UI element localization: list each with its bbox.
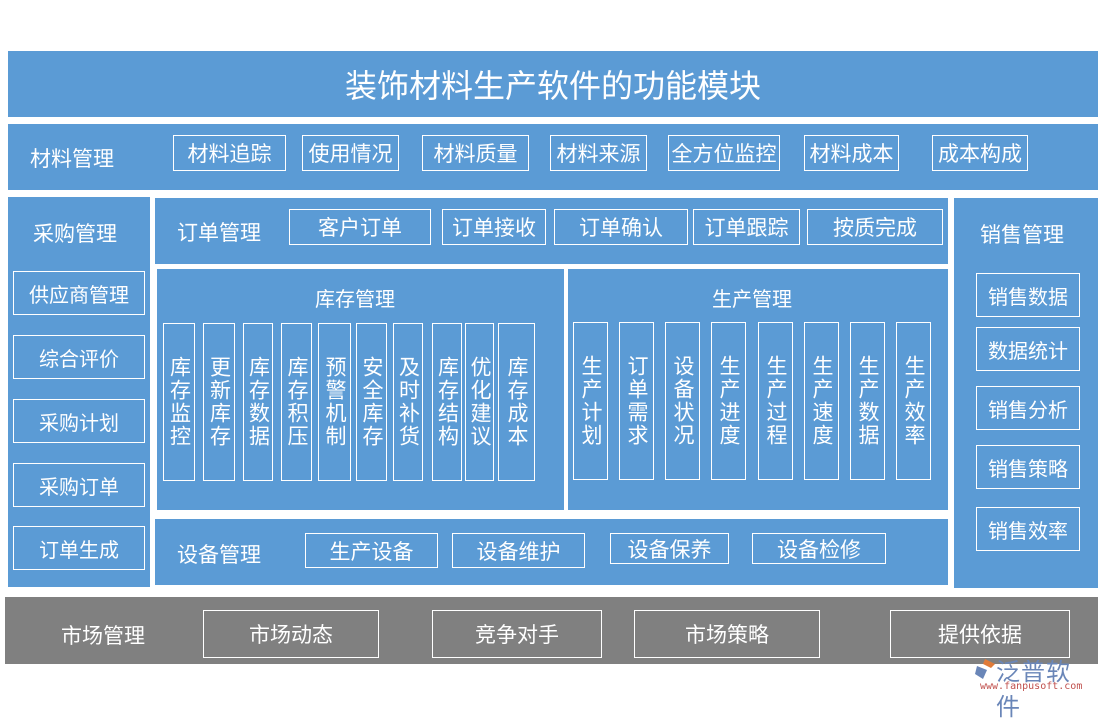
title-bar: 装饰材料生产软件的功能模块 xyxy=(8,51,1098,117)
production-item: 生产进度 xyxy=(711,322,746,480)
purchase-item: 订单生成 xyxy=(13,526,145,570)
production-item: 生产速度 xyxy=(804,322,839,480)
purchase-item: 采购订单 xyxy=(13,463,145,507)
order-item: 订单接收 xyxy=(442,209,546,245)
market-item: 市场动态 xyxy=(203,610,379,658)
market-item: 提供依据 xyxy=(890,610,1070,658)
material-item: 材料追踪 xyxy=(173,135,286,171)
material-item: 材料来源 xyxy=(550,135,647,171)
sales-management-block: 销售管理 销售数据 数据统计 销售分析 销售策略 销售效率 xyxy=(954,198,1098,588)
sales-item: 销售效率 xyxy=(976,507,1080,551)
production-management-label: 生产管理 xyxy=(712,287,792,311)
material-item: 成本构成 xyxy=(932,135,1028,171)
order-item: 订单确认 xyxy=(554,209,688,245)
production-management-block: 生产管理 生产计划 订单需求 设备状况 生产进度 生产过程 生产速度 生产数据 … xyxy=(568,269,948,510)
inventory-item: 库存积压 xyxy=(281,323,312,481)
sales-management-label: 销售管理 xyxy=(980,223,1064,247)
equipment-item: 设备保养 xyxy=(610,533,729,564)
market-item: 市场策略 xyxy=(634,610,820,658)
material-item: 全方位监控 xyxy=(668,135,780,171)
inventory-management-block: 库存管理 库存监控 更新库存 库存数据 库存积压 预警机制 安全库存 及时补货 … xyxy=(157,269,564,510)
fanpusoft-logo: 泛普软件 www.fanpusoft.com xyxy=(970,652,1095,721)
sales-item: 销售策略 xyxy=(976,445,1080,489)
production-item: 生产计划 xyxy=(573,322,608,480)
equipment-item: 设备维护 xyxy=(452,533,585,568)
market-item: 竞争对手 xyxy=(432,610,602,658)
production-item: 生产过程 xyxy=(758,322,793,480)
purchase-management-label: 采购管理 xyxy=(33,222,117,246)
equipment-management-block: 设备管理 生产设备 设备维护 设备保养 设备检修 xyxy=(155,519,948,585)
inventory-item: 及时补货 xyxy=(393,323,423,481)
order-item: 订单跟踪 xyxy=(693,209,800,245)
production-item: 设备状况 xyxy=(665,322,700,480)
sales-item: 销售数据 xyxy=(976,273,1080,317)
material-item: 材料质量 xyxy=(422,135,529,171)
market-management-label: 市场管理 xyxy=(61,624,145,648)
purchase-item: 综合评价 xyxy=(13,335,145,379)
logo-url: www.fanpusoft.com xyxy=(980,681,1083,692)
equipment-management-label: 设备管理 xyxy=(177,543,261,567)
inventory-item: 预警机制 xyxy=(318,323,351,481)
market-management-block: 市场管理 市场动态 竞争对手 市场策略 提供依据 xyxy=(5,597,1098,664)
order-item: 按质完成 xyxy=(807,209,943,245)
production-item: 订单需求 xyxy=(619,322,654,480)
inventory-item: 安全库存 xyxy=(356,323,387,481)
sales-item: 数据统计 xyxy=(976,327,1080,371)
inventory-item: 更新库存 xyxy=(203,323,235,481)
material-item: 材料成本 xyxy=(804,135,899,171)
inventory-item: 库存监控 xyxy=(163,323,195,481)
material-management-label: 材料管理 xyxy=(30,147,114,171)
inventory-item: 库存数据 xyxy=(243,323,273,481)
equipment-item: 设备检修 xyxy=(752,533,886,564)
purchase-management-block: 采购管理 供应商管理 综合评价 采购计划 采购订单 订单生成 xyxy=(8,197,150,587)
equipment-item: 生产设备 xyxy=(305,533,438,568)
diagram-title: 装饰材料生产软件的功能模块 xyxy=(344,67,761,105)
inventory-management-label: 库存管理 xyxy=(315,287,395,311)
production-item: 生产数据 xyxy=(850,322,885,480)
inventory-item: 库存成本 xyxy=(498,323,535,481)
order-item: 客户订单 xyxy=(289,209,431,245)
purchase-item: 供应商管理 xyxy=(13,271,145,315)
material-management-block: 材料管理 材料追踪 使用情况 材料质量 材料来源 全方位监控 材料成本 成本构成 xyxy=(8,124,1098,190)
order-management-block: 订单管理 客户订单 订单接收 订单确认 订单跟踪 按质完成 xyxy=(155,198,948,264)
purchase-item: 采购计划 xyxy=(13,399,145,443)
inventory-item: 库存结构 xyxy=(432,323,462,481)
order-management-label: 订单管理 xyxy=(177,221,261,245)
material-item: 使用情况 xyxy=(302,135,399,171)
production-item: 生产效率 xyxy=(896,322,931,480)
logo-mark-icon xyxy=(975,659,995,679)
inventory-item: 优化建议 xyxy=(465,323,494,481)
sales-item: 销售分析 xyxy=(976,386,1080,430)
